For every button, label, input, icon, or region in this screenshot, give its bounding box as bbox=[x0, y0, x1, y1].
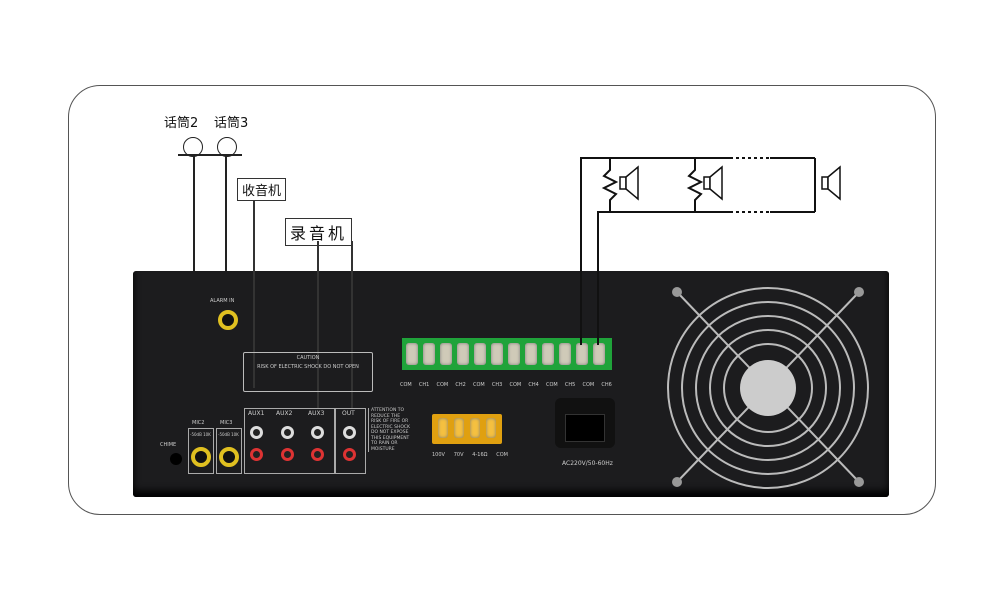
mic3-label: 话筒3 bbox=[214, 116, 249, 131]
aux2-right-jack[interactable] bbox=[281, 448, 294, 461]
mic-base bbox=[178, 154, 242, 156]
output-4-16ohm-label: 4-16Ω bbox=[472, 452, 488, 458]
aux1-left-jack[interactable] bbox=[250, 426, 263, 439]
output-terminal[interactable] bbox=[486, 418, 496, 438]
chime-label: CHIME bbox=[160, 442, 177, 448]
speaker-terminal-com[interactable] bbox=[406, 343, 418, 365]
channel-label: CH5 bbox=[564, 382, 576, 388]
speaker-terminal-ch6[interactable] bbox=[593, 343, 605, 365]
speaker-wiring bbox=[580, 157, 841, 345]
aux3-right-jack[interactable] bbox=[311, 448, 324, 461]
speaker-terminal-ch1[interactable] bbox=[423, 343, 435, 365]
chime-jack[interactable] bbox=[170, 453, 182, 465]
power-socket-icon bbox=[565, 414, 605, 442]
output-com-label: COM bbox=[496, 452, 508, 458]
power-inlet[interactable] bbox=[555, 398, 615, 448]
mic2-label-panel: MIC2 bbox=[192, 420, 205, 426]
caution-label: CAUTION RISK OF ELECTRIC SHOCK DO NOT OP… bbox=[243, 352, 373, 392]
recorder-cable bbox=[317, 241, 319, 409]
channel-label: COM bbox=[509, 382, 522, 388]
channel-label: CH6 bbox=[601, 382, 612, 388]
channel-label: CH1 bbox=[418, 382, 430, 388]
aux3-label: AUX3 bbox=[308, 410, 325, 417]
aux-input-group bbox=[244, 408, 336, 474]
mic2-jack[interactable] bbox=[191, 447, 211, 467]
channel-label: COM bbox=[473, 382, 485, 388]
out-group bbox=[334, 408, 366, 474]
aux2-left-jack[interactable] bbox=[281, 426, 294, 439]
speaker-terminal-com[interactable] bbox=[508, 343, 520, 365]
out-right-jack[interactable] bbox=[343, 448, 356, 461]
speaker-terminal-com[interactable] bbox=[474, 343, 486, 365]
fan-grill-icon bbox=[667, 287, 869, 489]
mic2-label: 话筒2 bbox=[164, 116, 199, 131]
channel-label: COM bbox=[582, 382, 595, 388]
warning-text: ATTENTION TO REDUCE THE RISK OF FIRE OR … bbox=[368, 408, 411, 452]
alarm-in-jack[interactable] bbox=[218, 310, 238, 330]
radio-cable bbox=[253, 200, 255, 388]
caution-text: RISK OF ELECTRIC SHOCK DO NOT OPEN bbox=[257, 364, 359, 370]
mic3-input-box bbox=[216, 428, 242, 474]
mic2-spec: -50dB 10K bbox=[190, 432, 211, 437]
mic3-spec: -50dB 10K bbox=[218, 432, 239, 437]
mic3-label-panel: MIC3 bbox=[220, 420, 233, 426]
caution-title: CAUTION bbox=[296, 355, 320, 361]
channel-label: COM bbox=[546, 382, 558, 388]
output-70v-label: 70V bbox=[453, 452, 464, 458]
speaker-terminal-ch3[interactable] bbox=[491, 343, 503, 365]
speaker-terminal-ch4[interactable] bbox=[525, 343, 537, 365]
speaker-icon bbox=[619, 165, 639, 201]
output-terminal[interactable] bbox=[454, 418, 464, 438]
channel-labels: COM CH1 COM CH2 COM CH3 COM CH4 COM CH5 COM CH6 bbox=[400, 382, 612, 388]
out-label: OUT bbox=[342, 410, 355, 417]
radio-label: 收音机 bbox=[237, 178, 287, 201]
aux1-label: AUX1 bbox=[248, 410, 265, 417]
channel-label: CH2 bbox=[455, 382, 466, 388]
speaker-terminal-ch5[interactable] bbox=[559, 343, 571, 365]
recorder-cable bbox=[351, 241, 353, 409]
speaker-terminal-block bbox=[402, 338, 612, 370]
aux3-left-jack[interactable] bbox=[311, 426, 324, 439]
output-terminal-block bbox=[432, 414, 502, 444]
output-terminal[interactable] bbox=[470, 418, 480, 438]
microphone-icon bbox=[217, 137, 237, 157]
channel-label: COM bbox=[400, 382, 412, 388]
speaker-terminal-com[interactable] bbox=[542, 343, 554, 365]
speaker-terminal-ch2[interactable] bbox=[457, 343, 469, 365]
mic2-input-box bbox=[188, 428, 214, 474]
alarm-in-label: ALARM IN bbox=[210, 298, 235, 304]
channel-label: CH3 bbox=[491, 382, 503, 388]
power-label: AC220V/50-60Hz bbox=[562, 460, 613, 467]
aux2-label: AUX2 bbox=[276, 410, 293, 417]
diagram-frame bbox=[68, 85, 936, 515]
output-terminal[interactable] bbox=[438, 418, 448, 438]
speaker-terminal-com[interactable] bbox=[576, 343, 588, 365]
speaker-terminal-com[interactable] bbox=[440, 343, 452, 365]
aux1-right-jack[interactable] bbox=[250, 448, 263, 461]
mic3-jack[interactable] bbox=[219, 447, 239, 467]
speaker-icon bbox=[703, 165, 723, 201]
channel-label: CH4 bbox=[528, 382, 539, 388]
channel-label: COM bbox=[436, 382, 449, 388]
out-left-jack[interactable] bbox=[343, 426, 356, 439]
speaker-icon bbox=[821, 165, 841, 201]
output-100v-label: 100V bbox=[432, 452, 445, 458]
